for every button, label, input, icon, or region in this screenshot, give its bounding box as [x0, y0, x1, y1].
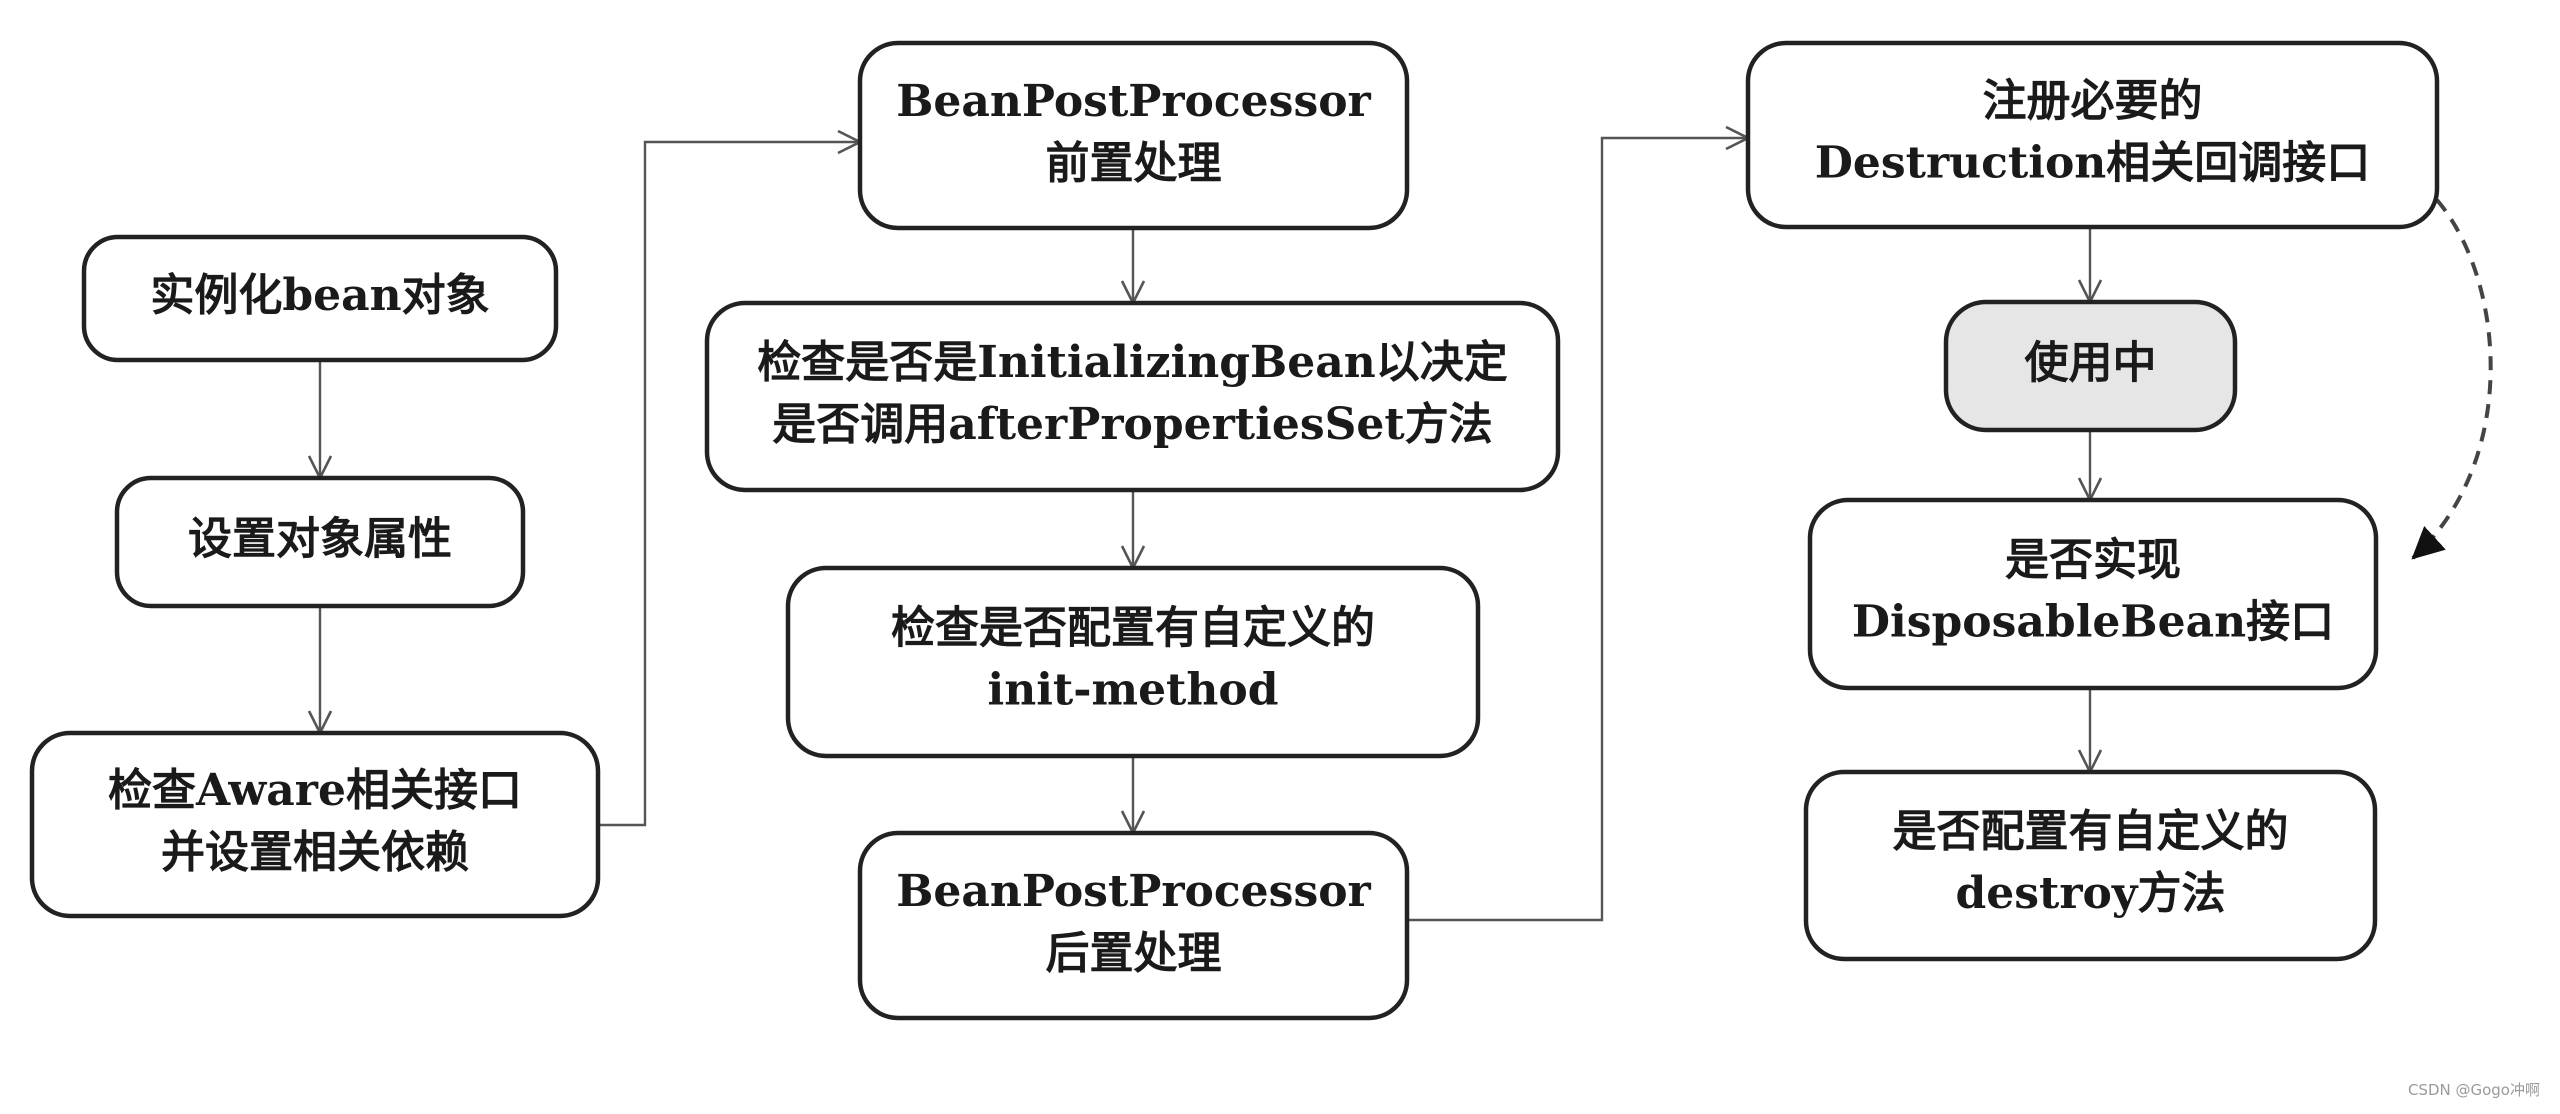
- node-check-initializing-line-2: 是否调用afterPropertiesSet方法: [772, 399, 1492, 450]
- node-set-properties: 设置对象属性: [114, 475, 526, 609]
- watermark: CSDN @Gogo冲啊: [2407, 1081, 2540, 1099]
- node-check-initializing-line-1: 检查是否是InitializingBean以决定: [757, 337, 1507, 388]
- node-in-use: 使用中: [1943, 299, 2238, 433]
- node-check-initializing-box: [704, 300, 1561, 493]
- edge-check-aware-to-bpp-before: [598, 142, 860, 827]
- node-check-aware-line-2: 并设置相关依赖: [161, 827, 469, 878]
- node-check-destroy-method-line-2: destroy方法: [1956, 868, 2226, 919]
- node-check-destroy-method-box: [1803, 769, 2378, 962]
- node-bpp-after: BeanPostProcessor 后置处理: [857, 830, 1410, 1021]
- node-register-destruction-box: [1745, 40, 2440, 230]
- edge-bpp-after-to-register-destruction: [1407, 138, 1748, 922]
- node-check-init-method-line-2: init-method: [988, 665, 1279, 716]
- node-in-use-line-1: 使用中: [2025, 338, 2157, 389]
- edges: [320, 138, 2493, 922]
- node-bpp-before-line-1: BeanPostProcessor: [896, 76, 1371, 127]
- node-check-destroy-method-line-1: 是否配置有自定义的: [1893, 806, 2289, 857]
- node-check-disposable-box: [1807, 497, 2379, 691]
- node-check-aware-box: [29, 730, 601, 919]
- node-in-use-box: [1943, 299, 2238, 433]
- node-register-destruction: 注册必要的 Destruction相关回调接口: [1745, 40, 2440, 230]
- node-instantiate-line-1: 实例化bean对象: [150, 270, 489, 321]
- node-instantiate-box: [81, 234, 559, 363]
- node-check-aware-line-1: 检查Aware相关接口: [108, 765, 522, 816]
- node-check-initializing: 检查是否是InitializingBean以决定是否调用afterPropert…: [704, 300, 1561, 493]
- node-set-properties-line-1: 设置对象属性: [188, 514, 452, 565]
- node-register-destruction-line-1: 注册必要的: [1983, 76, 2203, 127]
- node-instantiate: 实例化bean对象: [81, 234, 559, 363]
- node-check-init-method-line-1: 检查是否配置有自定义的: [891, 603, 1375, 654]
- node-bpp-before-box: [857, 40, 1410, 231]
- node-check-init-method: 检查是否配置有自定义的 init-method: [785, 565, 1481, 759]
- node-check-disposable: 是否实现 DisposableBean接口: [1807, 497, 2379, 691]
- node-bpp-after-line-1: BeanPostProcessor: [896, 866, 1371, 917]
- node-check-disposable-line-1: 是否实现: [2005, 535, 2181, 586]
- edge-register-destruction-to-check-disposable-dashed: [2411, 198, 2493, 560]
- node-bpp-before: BeanPostProcessor 前置处理: [857, 40, 1410, 231]
- node-check-init-method-box: [785, 565, 1481, 759]
- node-bpp-before-line-2: 前置处理: [1046, 138, 1222, 189]
- node-check-destroy-method: 是否配置有自定义的 destroy方法: [1803, 769, 2378, 962]
- node-register-destruction-line-2: Destruction相关回调接口: [1815, 138, 2371, 189]
- node-check-disposable-line-2: DisposableBean接口: [1852, 597, 2334, 648]
- node-bpp-after-box: [857, 830, 1410, 1021]
- node-set-properties-box: [114, 475, 526, 609]
- node-bpp-after-line-2: 后置处理: [1046, 928, 1222, 979]
